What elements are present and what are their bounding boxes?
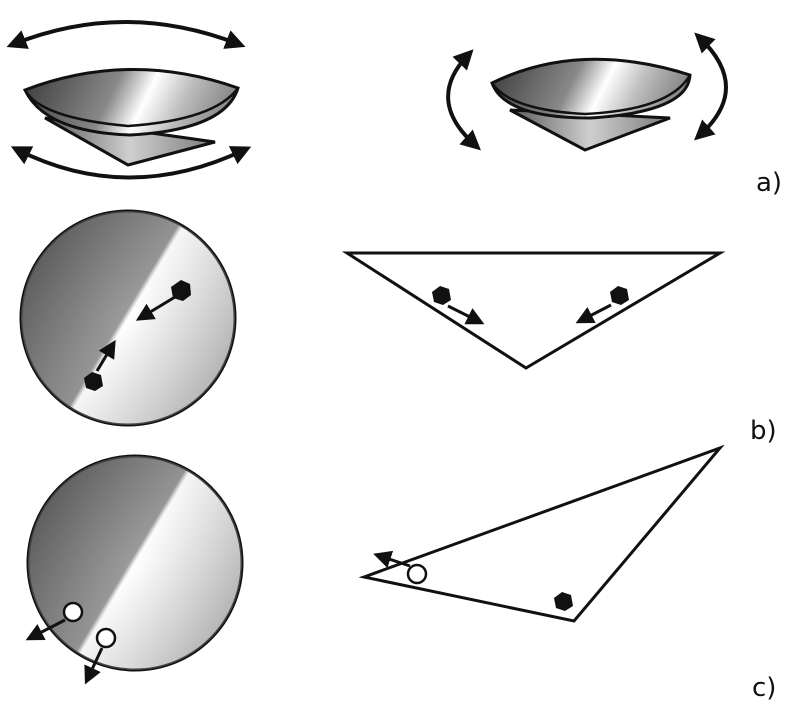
panel-c-left-disc: [28, 456, 242, 678]
panel-c-right-section: [364, 448, 720, 621]
panel-label-c: c): [752, 676, 776, 700]
rocking-arrow-left: [448, 55, 475, 145]
panel-a-left-cone: [14, 22, 244, 178]
panel-label-a: a): [756, 168, 782, 198]
escaping-particle: [97, 629, 115, 647]
cone-top-disc: [492, 59, 690, 118]
tilted-cross-section: [364, 448, 720, 621]
panel-b-left-disc: [21, 211, 235, 425]
rocking-arrow-right: [700, 38, 726, 135]
escaping-particle: [408, 565, 426, 583]
escaping-particle: [64, 603, 82, 621]
panel-b-right-section: [347, 253, 720, 368]
cone-cross-section: [347, 253, 720, 368]
rotation-arrow-top: [14, 22, 238, 44]
panel-label-b: b): [750, 416, 777, 446]
panel-a-right-cone: [448, 38, 726, 150]
